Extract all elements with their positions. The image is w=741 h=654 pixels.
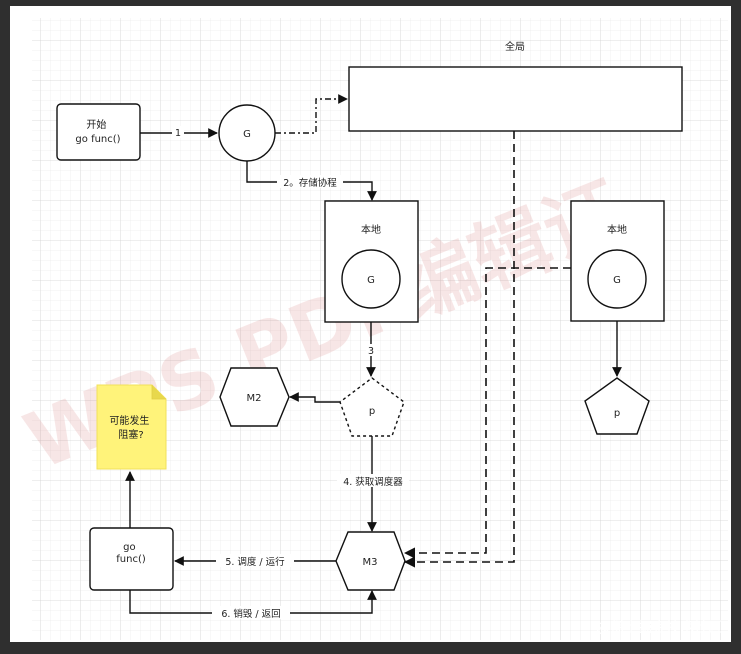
edge-6-label-bg bbox=[212, 606, 290, 619]
edge-4-label-bg bbox=[337, 474, 409, 487]
credit-text: @稀土掘金技术社区 bbox=[596, 620, 722, 636]
local-queue-left: 本地 G bbox=[324, 200, 419, 323]
edge-6: 6. 销毁 / 返回 bbox=[129, 590, 377, 620]
edge-2: 2。存储协程 bbox=[246, 161, 377, 201]
edge-4-label: 4. 获取调度器 bbox=[343, 476, 403, 488]
edge-5-label: 5. 调度 / 运行 bbox=[225, 556, 285, 568]
g-to-global-edge bbox=[275, 94, 348, 134]
go-func-label-line1: go bbox=[123, 542, 135, 553]
local-right-to-m3-edge bbox=[403, 267, 571, 559]
global-box bbox=[348, 66, 683, 132]
go-func-label: go func() bbox=[116, 542, 146, 565]
start-label: 开始 go func() bbox=[75, 118, 120, 145]
go-func-box bbox=[89, 527, 174, 591]
local-right-g-circle bbox=[587, 249, 647, 309]
edge-3-label-bg bbox=[366, 344, 377, 356]
edge-6-label: 6. 销毁 / 返回 bbox=[221, 608, 280, 620]
m2-node: M2 bbox=[219, 367, 290, 427]
local-right-label: 本地 bbox=[607, 223, 627, 236]
p-right-label: p bbox=[614, 408, 620, 419]
start-label-line2: go func() bbox=[75, 134, 120, 145]
edge-1-label-bg bbox=[172, 126, 184, 138]
edge-5: 5. 调度 / 运行 bbox=[174, 554, 336, 568]
m2-label: M2 bbox=[247, 393, 262, 404]
go-func-node: go func() bbox=[89, 527, 174, 591]
p-right-node: p bbox=[584, 377, 650, 435]
g-circle-label: G bbox=[243, 129, 251, 140]
global-label: 全局 bbox=[505, 40, 525, 53]
edge-3-label: 3 bbox=[368, 346, 374, 357]
m3-hexagon bbox=[335, 531, 406, 591]
p-to-m2-edge bbox=[289, 392, 340, 403]
local-left-g-circle bbox=[341, 249, 401, 309]
local-left-g-label: G bbox=[367, 275, 375, 286]
start-box bbox=[56, 103, 141, 161]
edge-3: 3 bbox=[366, 322, 377, 377]
p-dashed-label: p bbox=[369, 406, 375, 417]
edge-2-label-bg bbox=[277, 175, 343, 188]
edge-4: 4. 获取调度器 bbox=[337, 436, 409, 532]
note-shape bbox=[96, 384, 167, 470]
note-label-line2: 阻塞? bbox=[118, 428, 143, 441]
local-left-label: 本地 bbox=[361, 223, 381, 236]
start-node: 开始 go func() bbox=[56, 103, 141, 161]
note-node: 可能发生 阻塞? bbox=[96, 384, 167, 470]
go-func-label-line3: func() bbox=[116, 554, 146, 565]
global-queue: 全局 bbox=[348, 40, 683, 132]
edge-5-label-bg bbox=[216, 554, 294, 567]
m2-hexagon bbox=[219, 367, 290, 427]
global-to-m3-edge bbox=[403, 131, 515, 568]
m3-node: M3 bbox=[335, 531, 406, 591]
m3-label: M3 bbox=[363, 557, 378, 568]
note-fold bbox=[151, 385, 166, 400]
note-label: 可能发生 阻塞? bbox=[109, 414, 152, 441]
local-right-g-label: G bbox=[613, 275, 621, 286]
local-queue-right: 本地 G bbox=[570, 200, 665, 322]
note-label-line1: 可能发生 bbox=[109, 414, 149, 427]
start-label-line1: 开始 bbox=[86, 118, 106, 131]
p-right-pentagon bbox=[584, 377, 650, 435]
edge-1: 1 bbox=[140, 126, 218, 139]
edge-1-label: 1 bbox=[175, 128, 181, 139]
edge-2-label: 2。存储协程 bbox=[283, 177, 337, 189]
g-circle-node: G bbox=[218, 104, 276, 162]
